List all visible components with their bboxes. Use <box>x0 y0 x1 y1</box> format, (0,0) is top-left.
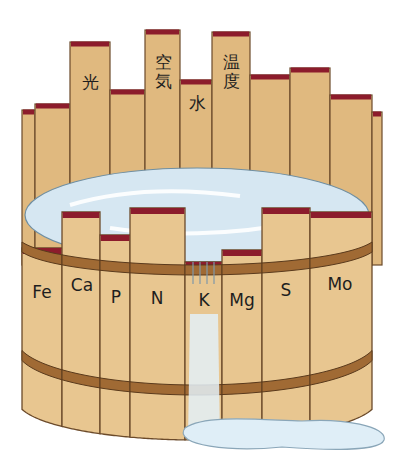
back-stave <box>22 110 35 265</box>
element-label: Fe <box>32 283 51 302</box>
stave-rim <box>36 104 69 109</box>
back-stave <box>372 112 382 265</box>
stave-rim <box>213 32 249 37</box>
water-puddle <box>183 419 384 449</box>
stave-rim <box>63 212 100 218</box>
hoop-band <box>185 265 222 275</box>
water-stream <box>199 262 200 284</box>
hoop-band <box>100 378 130 392</box>
stave-rim <box>223 250 262 256</box>
condition-label: 空気 <box>155 53 172 90</box>
stave-rim <box>181 80 211 85</box>
stave-rim <box>251 75 289 80</box>
water-stream <box>206 262 207 284</box>
water-spill <box>183 262 384 449</box>
hoop-band <box>100 260 130 273</box>
hoop-band <box>22 351 62 380</box>
stave-rim <box>101 235 130 241</box>
hoop-band <box>62 255 100 270</box>
front-stave <box>222 250 262 440</box>
front-stave <box>130 208 185 440</box>
water-stream <box>192 262 193 284</box>
hoop-band <box>222 382 262 395</box>
water-stream <box>213 262 214 284</box>
hoop-band <box>62 370 100 388</box>
condition-label: 光 <box>82 73 99 92</box>
stave-rim <box>131 208 185 214</box>
stave-rim <box>111 90 144 95</box>
stave-rim <box>71 42 109 47</box>
hoop-band <box>130 382 185 395</box>
element-label: Mo <box>327 275 352 294</box>
stave-rim <box>263 208 310 214</box>
hoop-band <box>130 263 185 275</box>
front-stave <box>262 208 310 437</box>
element-label: Ca <box>71 276 93 295</box>
stave-rim <box>373 112 381 117</box>
hoop-band <box>310 351 372 385</box>
element-label: S <box>281 281 292 300</box>
element-label: K <box>198 291 209 310</box>
hoop <box>22 242 372 275</box>
hoop-band <box>310 242 372 268</box>
condition-label: 温度 <box>223 53 240 90</box>
condition-label: 水 <box>189 94 206 113</box>
stave-rim <box>311 212 372 218</box>
front-stave <box>310 212 372 431</box>
front-stave <box>62 212 100 434</box>
front-stave <box>22 248 62 426</box>
stave-rim <box>291 68 329 73</box>
element-label: N <box>151 289 164 308</box>
hoop-band <box>262 375 310 392</box>
element-label: Mg <box>229 291 254 310</box>
front-staves <box>22 208 372 440</box>
stave-rim <box>23 110 34 115</box>
stave-rim <box>331 95 371 100</box>
front-stave <box>100 235 130 437</box>
element-label: P <box>111 288 121 307</box>
hoop-band <box>222 263 262 275</box>
front-stave <box>185 262 222 440</box>
hoop-band <box>262 258 310 273</box>
stave-rim <box>146 30 179 35</box>
hoop-band <box>22 242 62 265</box>
